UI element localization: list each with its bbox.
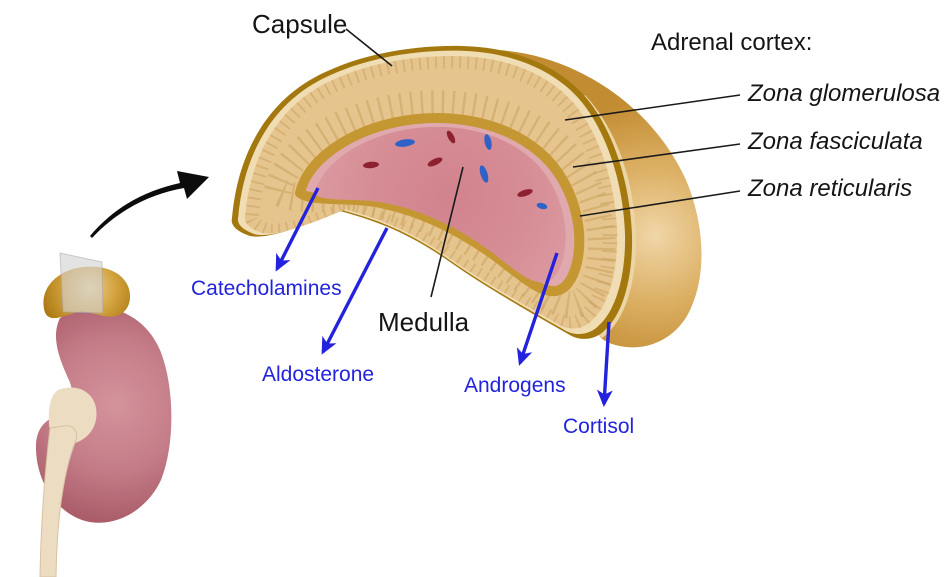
kidney-body	[35, 307, 172, 523]
androgens-arrow	[516, 252, 559, 366]
cortex-striations	[244, 55, 618, 329]
kidney-illustration	[35, 252, 172, 577]
cortisol-arrow	[596, 321, 613, 407]
zona-fasciculata-label: Zona fasciculata	[748, 128, 923, 155]
androgens-label: Androgens	[464, 374, 566, 397]
capsule-label: Capsule	[252, 9, 348, 39]
medulla-dots	[363, 130, 548, 210]
capsule-leader-line	[345, 28, 393, 67]
aldosterone-arrow	[321, 227, 389, 355]
medulla-label: Medulla	[378, 307, 470, 337]
ureter	[39, 425, 78, 577]
glomerulosa-leader-line	[564, 94, 741, 121]
catecholamines-label: Catecholamines	[191, 277, 342, 300]
aldosterone-label: Aldosterone	[262, 363, 375, 386]
zona-glomerulosa-label: Zona glomerulosa	[748, 80, 941, 107]
adrenal-cortex-label: Adrenal cortex:	[651, 29, 813, 56]
adrenal-cross-section	[231, 45, 702, 348]
catecholamines-arrow	[275, 187, 320, 272]
slice-plane	[59, 252, 104, 314]
medulla-leader-line	[430, 166, 464, 298]
zona-reticularis-label: Zona reticularis	[748, 175, 913, 202]
hormone-arrows	[275, 187, 613, 407]
cortisol-label: Cortisol	[563, 415, 635, 438]
fasciculata-leader-line	[572, 143, 741, 168]
reticularis-leader-line	[579, 190, 741, 217]
leader-lines	[345, 28, 741, 298]
curved-arrow	[90, 171, 209, 238]
gland-back	[498, 50, 702, 348]
